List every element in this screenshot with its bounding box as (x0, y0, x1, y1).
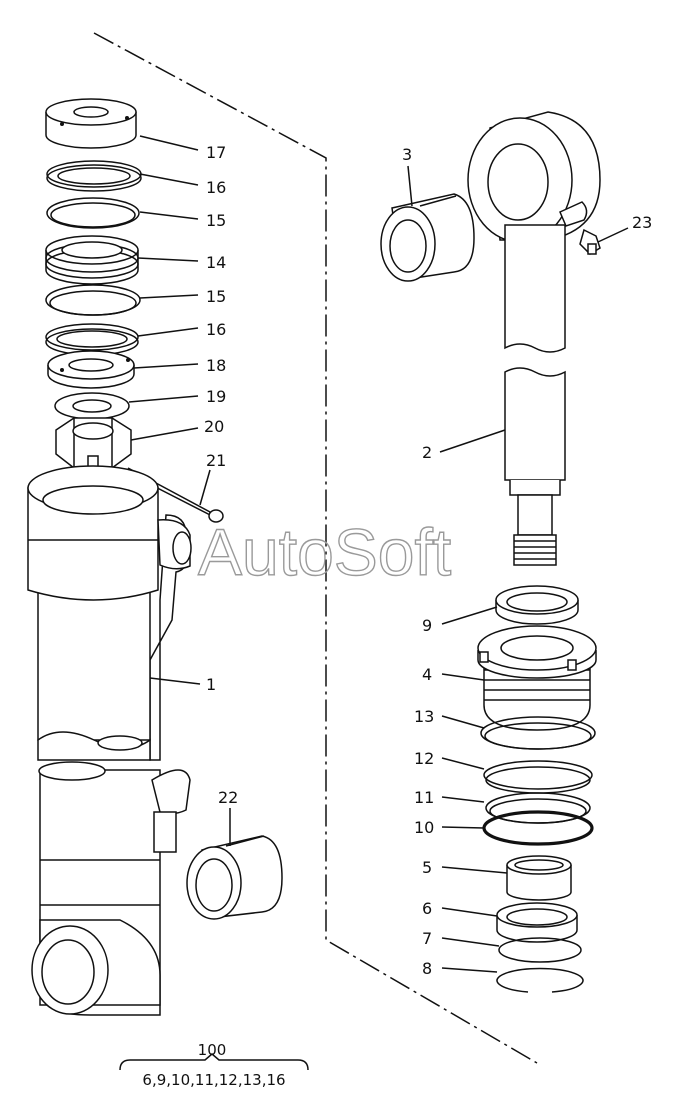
callout-10: 10 (414, 818, 434, 837)
part-2-piston-rod (467, 111, 601, 566)
callout-16-lower: 16 (206, 320, 226, 339)
part-16-seal-upper (46, 160, 142, 192)
part-6-dust-seal (496, 902, 578, 943)
callout-18: 18 (206, 356, 226, 375)
callout-4: 4 (422, 665, 432, 684)
callout-19: 19 (206, 387, 226, 406)
callout-6: 6 (422, 899, 432, 918)
watermark-text: AutoSoft (198, 515, 451, 589)
part-9-dust-seal (495, 585, 579, 625)
callout-labels: 17 16 15 14 15 16 18 19 20 21 1 22 3 23 … (204, 143, 652, 978)
part-1-cylinder-tube (27, 465, 192, 1016)
leader-lines (128, 135, 629, 973)
callout-15-lower: 15 (206, 287, 226, 306)
assembly-frame-line (93, 32, 538, 1064)
part-16-seal-lower (45, 323, 139, 356)
part-3-bushing (380, 193, 475, 282)
callout-23: 23 (632, 213, 652, 232)
part-12-u-packing (483, 760, 593, 794)
part-18-ring (47, 350, 135, 389)
callout-11: 11 (414, 788, 434, 807)
callout-15-upper: 15 (206, 211, 226, 230)
callout-13: 13 (414, 707, 434, 726)
callout-20: 20 (204, 417, 224, 436)
part-10-o-ring (482, 810, 594, 846)
callout-8: 8 (422, 959, 432, 978)
part-5-bushing (506, 855, 572, 901)
callout-16-upper: 16 (206, 178, 226, 197)
part-20-nut (55, 417, 132, 471)
callout-14: 14 (206, 253, 226, 272)
callout-7: 7 (422, 929, 432, 948)
callout-17: 17 (206, 143, 226, 162)
seal-kit-note: 100 6,9,10,11,12,13,16 (119, 1041, 309, 1089)
callout-12: 12 (414, 749, 434, 768)
part-17-guide-plate (45, 98, 137, 149)
callout-22: 22 (218, 788, 238, 807)
part-23-grease-nipple (579, 228, 601, 255)
part-8-snap-ring (496, 967, 584, 993)
part-4-rod-cover (477, 625, 597, 731)
part-19-washer (54, 392, 130, 420)
callout-5: 5 (422, 858, 432, 877)
callout-3: 3 (402, 145, 412, 164)
kit-contents: 6,9,10,11,12,13,16 (142, 1071, 285, 1089)
kit-number: 100 (198, 1041, 227, 1059)
callout-21: 21 (206, 451, 226, 470)
part-13-backup-ring (480, 716, 596, 750)
part-7-ring (498, 937, 582, 963)
part-22-bushing (186, 835, 283, 920)
part-15-backup-ring-upper (46, 197, 140, 229)
part-11-backup-ring (485, 792, 591, 824)
callout-9: 9 (422, 616, 432, 635)
part-21-cotter-pin (127, 467, 224, 523)
part-15-backup-ring-lower (45, 284, 141, 316)
callout-2: 2 (422, 443, 432, 462)
callout-1: 1 (206, 675, 216, 694)
part-14-piston (45, 235, 139, 285)
